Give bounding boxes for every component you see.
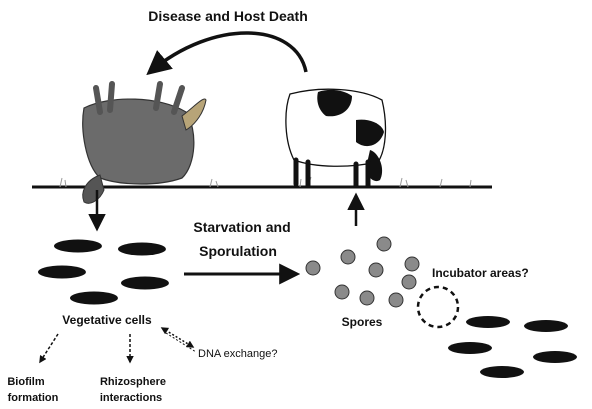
spores-label: Spores [342,315,383,329]
biofilm-label-2: formation [8,392,59,404]
dead-cow-icon [83,84,206,203]
vegetative-cell-icon [524,320,568,332]
vegetative-cell-cluster [38,240,169,305]
grazing-cow-icon [286,89,386,186]
disease-title: Disease and Host Death [148,8,308,24]
spore-icon [306,261,320,275]
vegetative-cell-icon [480,366,524,378]
vegetative-cell-icon [54,240,102,253]
vegetative-cell-icon [466,316,510,328]
spore-icon [402,275,416,289]
spore-icon [405,257,419,271]
vegetative-cell-icon [533,351,577,363]
vegetative-cell-icon [121,277,169,290]
incubator-label: Incubator areas? [432,266,529,280]
dna-exchange-label: DNA exchange? [198,348,278,360]
incubator-circle-icon [418,287,458,327]
spore-icon [360,291,374,305]
spore-icon [377,237,391,251]
vegetative-cell-icon [38,266,86,279]
incubator-vegetative-cluster [448,316,577,378]
vegetative-cell-icon [70,292,118,305]
spore-icon [335,285,349,299]
spore-cluster [306,237,419,307]
spore-icon [389,293,403,307]
vegetative-cells-label: Vegetative cells [62,313,152,327]
vegetative-cell-icon [448,342,492,354]
rhizosphere-label: Rhizosphere [100,376,166,388]
rhizosphere-label-2: interactions [100,392,162,404]
dna-exchange-arrow-shadow [166,333,196,352]
vegetative-cell-icon [118,243,166,256]
biofilm-label: Biofilm [7,376,44,388]
starvation-label: Starvation and [193,219,290,235]
spore-icon [341,250,355,264]
spore-icon [369,263,383,277]
biofilm-arrow [40,334,58,362]
disease-cycle-arrow [150,33,306,72]
sporulation-label: Sporulation [199,243,277,259]
dna-exchange-arrow [162,328,193,347]
